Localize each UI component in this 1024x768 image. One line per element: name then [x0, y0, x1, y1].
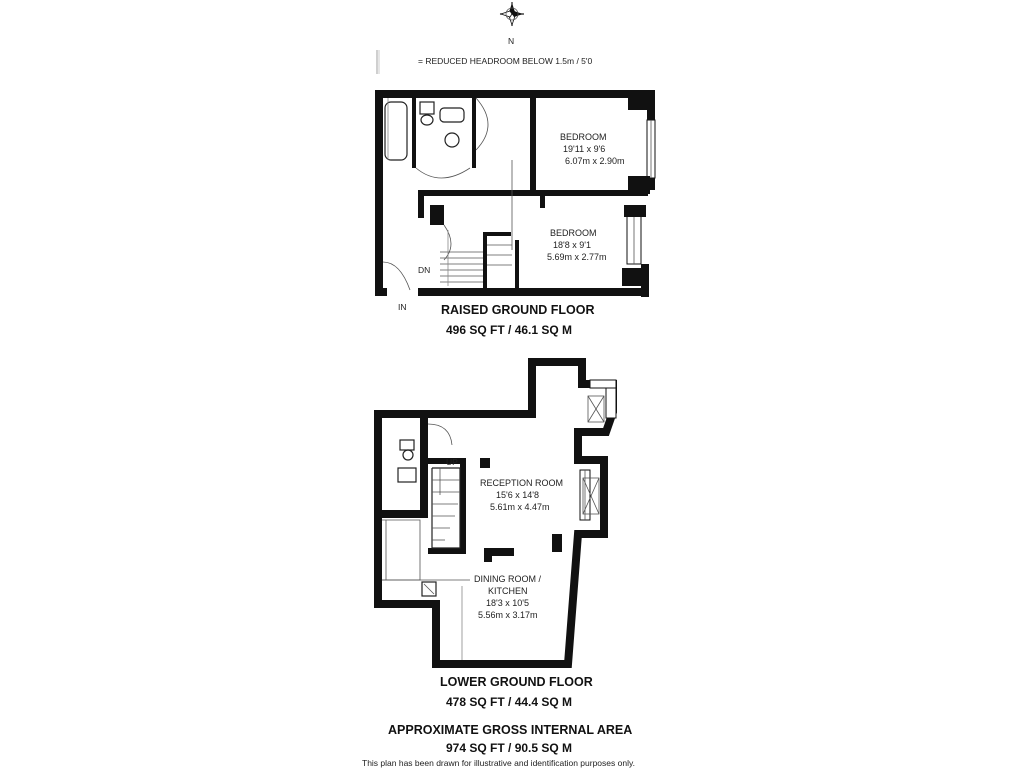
lower-ground-floor-plan [374, 358, 617, 668]
dining-room-metric: 5.56m x 3.17m [478, 610, 538, 620]
lower-ground-floor-title: LOWER GROUND FLOOR [440, 675, 593, 689]
bedroom-1-metric: 6.07m x 2.90m [565, 156, 625, 166]
compass-icon [499, 2, 524, 27]
bedroom-1-name: BEDROOM [560, 132, 607, 142]
dining-room-imperial: 18'3 x 10'5 [486, 598, 529, 608]
raised-ground-floor-title: RAISED GROUND FLOOR [441, 303, 594, 317]
compass-label: N [508, 36, 514, 46]
reception-room-metric: 5.61m x 4.47m [490, 502, 550, 512]
up-label: UP [446, 457, 458, 467]
raised-ground-floor-plan [375, 90, 656, 297]
dining-room-name-line1: DINING ROOM / [474, 574, 541, 584]
reduced-headroom-legend-swatch [376, 50, 380, 74]
total-area-value: 974 SQ FT / 90.5 SQ M [446, 741, 572, 755]
lower-ground-floor-area: 478 SQ FT / 44.4 SQ M [446, 695, 572, 709]
reception-room-imperial: 15'6 x 14'8 [496, 490, 539, 500]
entrance-label: IN [398, 302, 407, 312]
total-area-title: APPROXIMATE GROSS INTERNAL AREA [388, 723, 632, 737]
dining-room-name-line2: KITCHEN [488, 586, 528, 596]
bedroom-2-imperial: 18'8 x 9'1 [553, 240, 591, 250]
reception-room-name: RECEPTION ROOM [480, 478, 563, 488]
down-label: DN [418, 265, 430, 275]
bedroom-1-imperial: 19'11 x 9'6 [563, 144, 605, 154]
staircase [440, 244, 512, 283]
lower-staircase [431, 467, 461, 549]
raised-ground-floor-area: 496 SQ FT / 46.1 SQ M [446, 323, 572, 337]
disclaimer-text: This plan has been drawn for illustrativ… [362, 758, 635, 768]
bedroom-2-metric: 5.69m x 2.77m [547, 252, 607, 262]
bedroom-2-name: BEDROOM [550, 228, 597, 238]
legend-text: = REDUCED HEADROOM BELOW 1.5m / 5'0 [418, 56, 593, 66]
